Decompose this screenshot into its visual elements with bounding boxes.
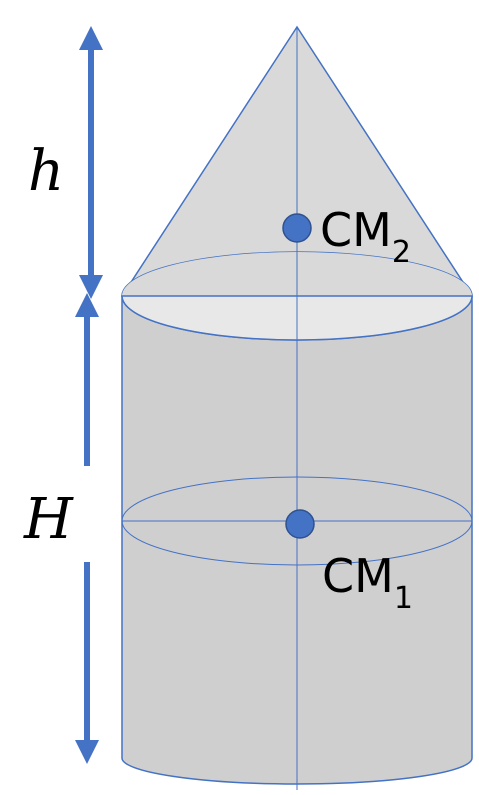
cm-upper-point (282, 213, 312, 243)
cylinder-height-label: H (23, 487, 74, 552)
cm-upper-label: CM2 (320, 203, 411, 270)
cm-lower-point (285, 509, 315, 539)
cone-height-label: h (28, 139, 64, 204)
cm-lower-label: CM1 (322, 549, 413, 616)
cm-lower-subscript: 1 (394, 581, 413, 616)
cm-upper-subscript: 2 (392, 235, 411, 270)
